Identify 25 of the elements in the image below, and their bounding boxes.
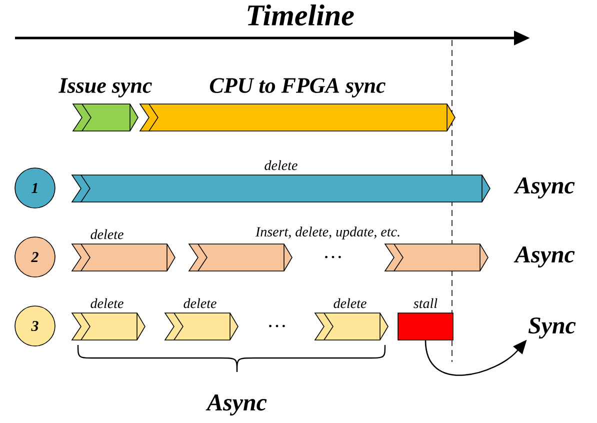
node-label: CPU to FPGA sync	[210, 78, 386, 98]
operation-label: Insert, delete, update, etc.	[255, 226, 400, 240]
caption-text: Async	[514, 246, 575, 268]
chevron-bar: delete	[71, 229, 176, 272]
chevron-bar: delete	[71, 298, 146, 340]
title: Timeline	[248, 4, 354, 26]
node-label: delete	[90, 229, 124, 240]
node-label: Issue sync	[58, 78, 152, 98]
node-label: delete	[90, 298, 124, 308]
ellipsis: …	[269, 324, 285, 328]
chevron-bar: delete	[314, 298, 388, 340]
chevron-bar	[188, 244, 292, 272]
node-label: delete	[264, 160, 298, 170]
node-label: delete	[184, 298, 216, 308]
caption-text: Async	[514, 178, 575, 198]
caption-text: Async	[206, 394, 267, 416]
stall-box: stall	[398, 298, 454, 340]
node-label: delete	[334, 298, 366, 308]
chevron-bar: delete	[71, 160, 490, 202]
chevron-bar: delete	[164, 298, 238, 340]
node-label: stall	[414, 298, 438, 308]
ellipsis: …	[325, 256, 341, 258]
chevron-bar: Issue sync	[58, 78, 152, 132]
caption-text: Sync	[528, 317, 576, 339]
chevron-bar	[384, 244, 488, 272]
